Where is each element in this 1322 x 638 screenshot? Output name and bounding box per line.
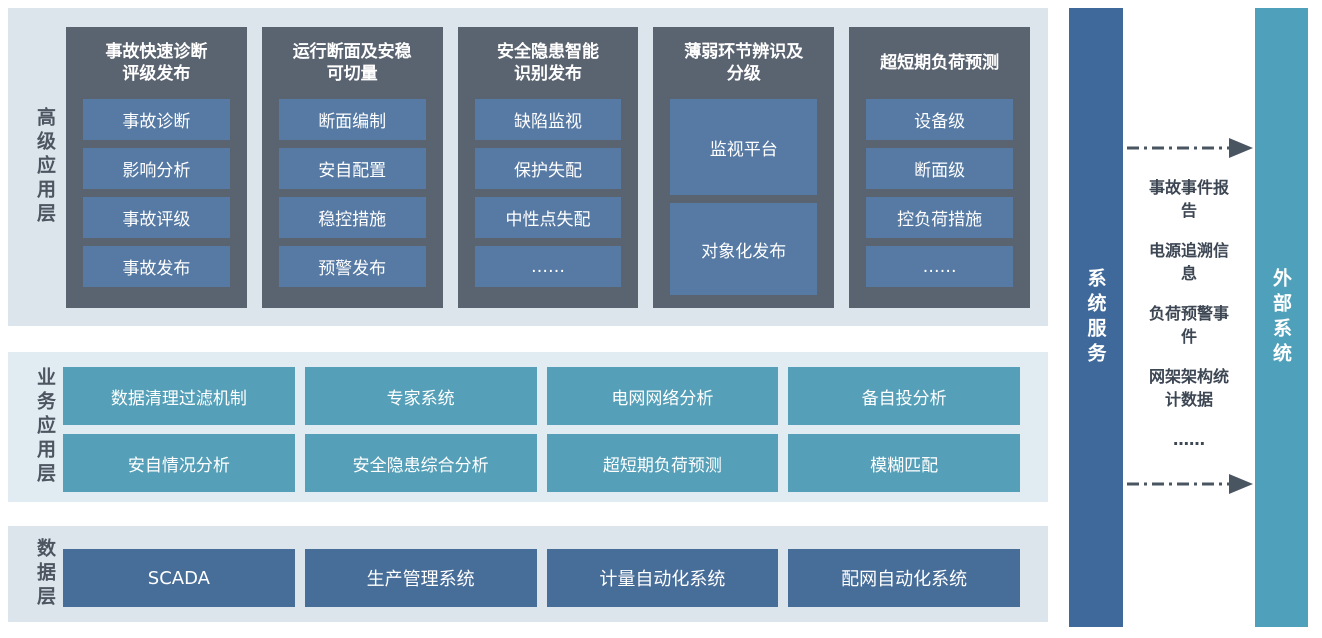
business-module-box: 专家系统 [304, 367, 537, 425]
business-application-layer: 业务应用层 数据清理过滤机制 专家系统 电网网络分析 备自投分析 安自情况分析 … [8, 352, 1048, 502]
module-box: …… [866, 246, 1013, 287]
module-box: 稳控措施 [278, 197, 426, 238]
column-title-line: 分级 [726, 64, 761, 84]
external-system-bar: 外部系统 [1255, 8, 1308, 627]
external-system-label: 外部系统 [1270, 267, 1292, 368]
column-title-line: 超短期负荷预测 [880, 53, 1000, 73]
advanced-application-layer: 高级应用层 事故快速诊断 评级发布 事故诊断 影响分析 事故评级 事故发布 运行… [8, 8, 1048, 326]
module-box: 中性点失配 [474, 197, 622, 238]
data-source-box: 配网自动化系统 [788, 549, 1020, 607]
exchange-item: 负荷预警事件 [1148, 304, 1229, 346]
module-box: 断面编制 [278, 99, 426, 140]
column-items: 事故诊断 影响分析 事故评级 事故发布 [83, 99, 230, 287]
exchange-item: …… [1173, 430, 1205, 449]
data-source-box: 计量自动化系统 [546, 549, 779, 607]
column-title: 安全隐患智能 识别发布 [475, 27, 622, 99]
module-box: 保护失配 [474, 148, 622, 189]
module-box: …… [474, 246, 622, 287]
business-module-box: 安自情况分析 [63, 434, 295, 492]
column-items: 设备级 断面级 控负荷措施 …… [866, 99, 1013, 287]
advanced-columns-row: 事故快速诊断 评级发布 事故诊断 影响分析 事故评级 事故发布 运行断面及安稳 … [66, 27, 1030, 308]
column-title: 超短期负荷预测 [866, 27, 1013, 99]
data-layer-label: 数据层 [34, 538, 56, 610]
column-title-line: 薄弱环节辨识及 [684, 42, 804, 62]
column-title-line: 安全隐患智能 [496, 42, 599, 62]
module-box: 缺陷监视 [474, 99, 622, 140]
column-title-line: 识别发布 [513, 64, 582, 84]
data-layer: 数据层 SCADA 生产管理系统 计量自动化系统 配网自动化系统 [8, 526, 1048, 622]
business-module-box: 备自投分析 [788, 367, 1020, 425]
business-grid: 数据清理过滤机制 专家系统 电网网络分析 备自投分析 安自情况分析 安全隐患综合… [63, 367, 1020, 492]
dash-dot-arrow-right-icon [1127, 138, 1253, 158]
module-box: 控负荷措施 [866, 197, 1013, 238]
exchange-item: 网架架构统计数据 [1148, 367, 1229, 409]
column-hidden-danger: 安全隐患智能 识别发布 缺陷监视 保护失配 中性点失配 …… [457, 27, 639, 308]
column-title-line: 事故快速诊断 [105, 42, 208, 62]
module-box: 监视平台 [670, 99, 818, 195]
column-title-line: 可切量 [326, 64, 378, 84]
module-box: 断面级 [866, 148, 1013, 189]
business-layer-label: 业务应用层 [34, 367, 56, 487]
business-module-box: 数据清理过滤机制 [63, 367, 295, 425]
module-box: 预警发布 [278, 246, 426, 287]
module-box: 事故发布 [83, 246, 230, 287]
data-source-box: 生产管理系统 [304, 549, 537, 607]
module-box: 影响分析 [83, 148, 230, 189]
system-service-bar: 系统服务 [1069, 8, 1123, 627]
data-source-box: SCADA [63, 549, 295, 607]
column-title: 薄弱环节辨识及 分级 [670, 27, 817, 99]
business-module-box: 电网网络分析 [546, 367, 779, 425]
column-title-line: 评级发布 [122, 64, 191, 84]
exchange-item: 电源追溯信息 [1148, 241, 1229, 283]
dash-dot-arrow-right-icon [1127, 474, 1253, 494]
data-grid: SCADA 生产管理系统 计量自动化系统 配网自动化系统 [63, 549, 1020, 607]
column-weak-link: 薄弱环节辨识及 分级 监视平台 对象化发布 [653, 27, 835, 308]
column-accident-diagnosis: 事故快速诊断 评级发布 事故诊断 影响分析 事故评级 事故发布 [66, 27, 247, 308]
system-service-label: 系统服务 [1084, 267, 1107, 368]
column-title: 运行断面及安稳 可切量 [279, 27, 426, 99]
module-box: 安自配置 [278, 148, 426, 189]
module-box: 对象化发布 [670, 203, 818, 295]
exchange-item: 事故事件报告 [1148, 178, 1229, 220]
column-items: 监视平台 对象化发布 [670, 99, 818, 295]
module-box: 事故评级 [83, 197, 230, 238]
column-items: 缺陷监视 保护失配 中性点失配 …… [474, 99, 622, 287]
module-box: 设备级 [866, 99, 1013, 140]
column-title: 事故快速诊断 评级发布 [83, 27, 230, 99]
business-module-box: 超短期负荷预测 [546, 434, 779, 492]
business-module-box: 模糊匹配 [788, 434, 1020, 492]
module-box: 事故诊断 [83, 99, 230, 140]
column-title-line: 运行断面及安稳 [292, 42, 412, 62]
column-items: 断面编制 安自配置 稳控措施 预警发布 [278, 99, 426, 287]
business-module-box: 安全隐患综合分析 [304, 434, 537, 492]
exchange-data-list: 事故事件报告 电源追溯信息 负荷预警事件 网架架构统计数据 …… [1123, 176, 1255, 451]
advanced-layer-label: 高级应用层 [34, 107, 56, 227]
column-load-forecast: 超短期负荷预测 设备级 断面级 控负荷措施 …… [849, 27, 1030, 308]
column-operation-section: 运行断面及安稳 可切量 断面编制 安自配置 稳控措施 预警发布 [261, 27, 443, 308]
